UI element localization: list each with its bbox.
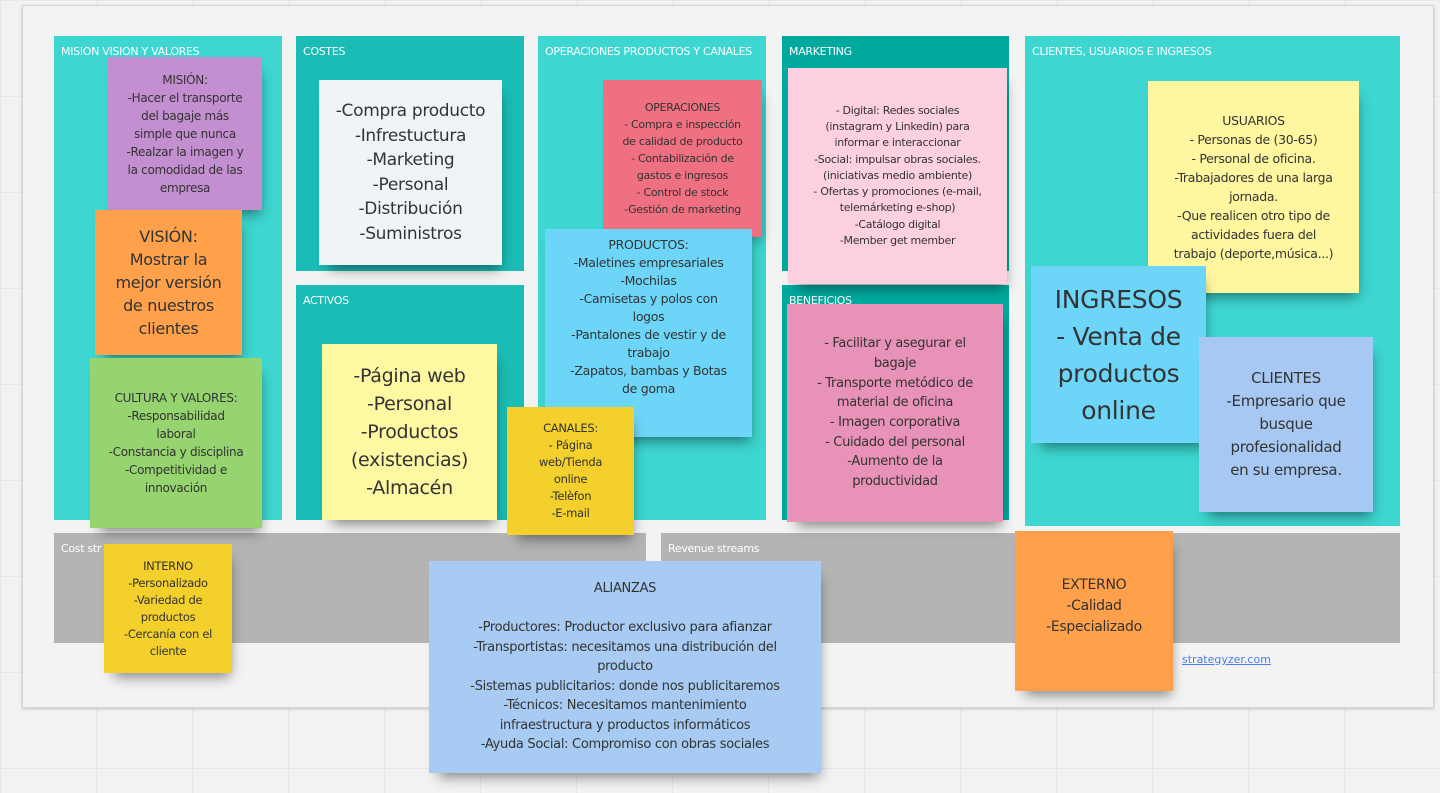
sticky-canales[interactable]: CANALES: - Página web/Tienda online -Tel…: [507, 407, 634, 535]
sticky-mision[interactable]: MISIÓN: -Hacer el transporte del bagaje …: [108, 57, 262, 210]
section-title: OPERACIONES PRODUCTOS Y CANALES: [545, 45, 752, 58]
strategyzer-link[interactable]: strategyzer.com: [1182, 653, 1271, 666]
section-title: Cost str: [61, 542, 102, 555]
sticky-operaciones[interactable]: OPERACIONES - Compra e inspección de cal…: [603, 80, 762, 237]
section-title: ACTIVOS: [303, 294, 349, 307]
section-title: COSTES: [303, 45, 346, 58]
sticky-vision[interactable]: VISIÓN: Mostrar la mejor versión de nues…: [95, 210, 242, 355]
sticky-beneficios[interactable]: - Facilitar y asegurar el bagaje - Trans…: [787, 304, 1003, 522]
sticky-costes[interactable]: -Compra producto -Infrestuctura -Marketi…: [319, 80, 502, 265]
sticky-interno[interactable]: INTERNO -Personalizado -Variedad de prod…: [104, 544, 232, 673]
sticky-usuarios[interactable]: USUARIOS - Personas de (30-65) - Persona…: [1148, 81, 1359, 293]
section-title: CLIENTES, USUARIOS E INGRESOS: [1032, 45, 1212, 58]
sticky-clientes[interactable]: CLIENTES -Empresario que busque profesio…: [1199, 337, 1373, 512]
section-title: MARKETING: [789, 45, 852, 58]
section-title: Revenue streams: [668, 542, 760, 555]
sticky-cultura[interactable]: CULTURA Y VALORES: -Responsabilidad labo…: [90, 358, 262, 528]
sticky-productos[interactable]: PRODUCTOS: -Maletines empresariales -Moc…: [545, 229, 752, 437]
sticky-alianzas[interactable]: ALIANZAS -Productores: Productor exclusi…: [429, 561, 821, 773]
section-title: BENEFICIOS: [789, 294, 852, 307]
sticky-activos[interactable]: -Página web -Personal -Productos (existe…: [322, 344, 497, 520]
sticky-externo[interactable]: EXTERNO -Calidad -Especializado: [1015, 531, 1173, 691]
sticky-marketing[interactable]: - Digital: Redes sociales (instagram y L…: [788, 68, 1007, 284]
section-title: MISION VISION Y VALORES: [61, 45, 200, 58]
sticky-ingresos[interactable]: INGRESOS - Venta de productos online: [1031, 266, 1206, 443]
